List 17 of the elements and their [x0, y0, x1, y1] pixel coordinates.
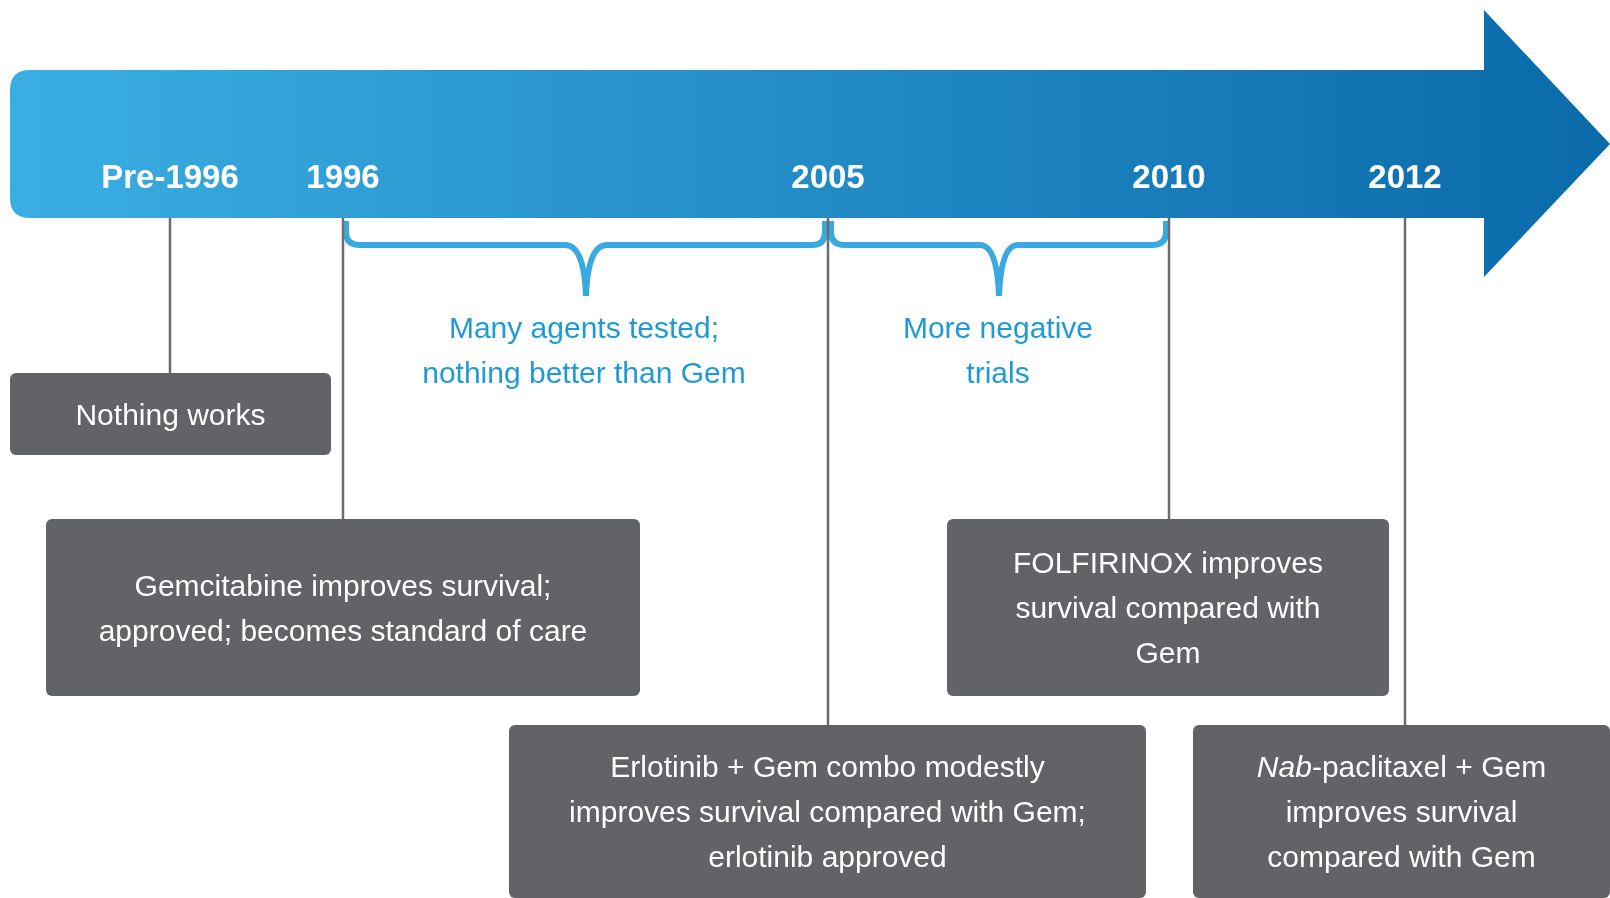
year-label: 2010 — [1114, 150, 1224, 218]
leader-line — [168, 218, 172, 373]
event-box: Nab-paclitaxel + Gem improves survival compared with Gem — [1193, 725, 1610, 898]
event-box: Nothing works — [10, 373, 331, 455]
event-box: Gemcitabine improves survival; approved; becomes standard of care — [46, 519, 640, 696]
year-label: 1996 — [288, 150, 398, 218]
brace-note: More negative trials — [901, 310, 1095, 391]
leader-line — [826, 218, 830, 725]
year-label: 2012 — [1350, 150, 1460, 218]
leader-line — [341, 218, 345, 519]
leader-line — [1167, 218, 1171, 519]
event-box: Erlotinib + Gem combo modestly improves survival compared with Gem; erlotinib approved — [509, 725, 1146, 898]
brace-note: Many agents tested; nothing better than Gem — [421, 310, 747, 391]
year-label: Pre-1996 — [80, 150, 260, 218]
event-box: FOLFIRINOX improves survival compared with Gem — [947, 519, 1389, 696]
leader-line — [1403, 218, 1407, 725]
year-label: 2005 — [773, 150, 883, 218]
